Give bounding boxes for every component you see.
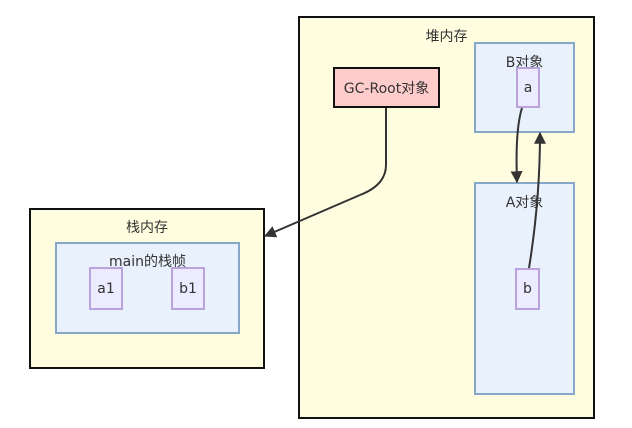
- field-b1-node[interactable]: b1: [171, 267, 205, 310]
- field-a-label: a: [523, 79, 533, 96]
- field-b-label: b: [523, 281, 532, 297]
- field-a1-node[interactable]: a1: [89, 267, 123, 310]
- main-stack-frame-title: main的栈帧: [109, 254, 186, 270]
- stack-memory-title: 栈内存: [126, 220, 168, 236]
- field-b-node[interactable]: b: [515, 268, 540, 310]
- a-object-title: A对象: [505, 195, 544, 211]
- gc-root-object-node[interactable]: GC-Root对象: [333, 67, 440, 108]
- b-object-node[interactable]: B对象: [474, 42, 575, 133]
- heap-memory-title: 堆内存: [425, 29, 468, 45]
- field-a1-label: a1: [97, 280, 115, 297]
- field-a-node[interactable]: a: [516, 67, 540, 108]
- main-stack-frame-node[interactable]: main的栈帧: [55, 242, 240, 334]
- gc-root-label: GC-Root对象: [343, 80, 430, 97]
- field-b1-label: b1: [179, 280, 197, 297]
